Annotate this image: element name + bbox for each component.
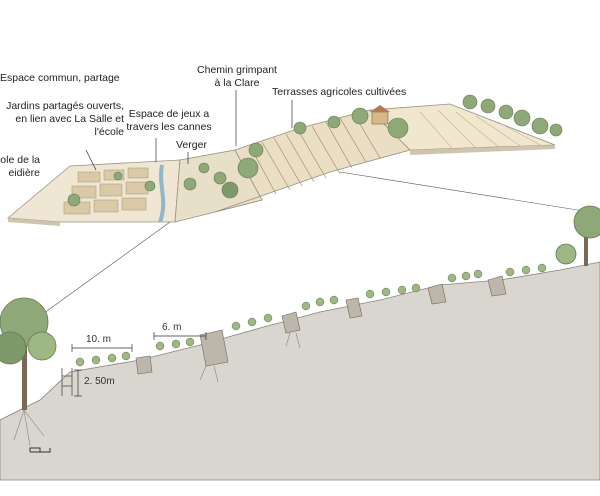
label-jeux-line1: Espace de jeux a: [128, 108, 210, 120]
label-terrasses: Terrasses agricoles cultivées: [272, 86, 407, 98]
leader-lines: [85, 90, 293, 171]
label-jardins: Jardins partagés ouverts, en lien avec L…: [0, 100, 124, 139]
aerial-trees: [67, 94, 563, 207]
ladder: [61, 368, 73, 396]
ground-mass: [0, 261, 600, 481]
label-ecole: ole de la eidière: [0, 154, 40, 180]
label-jardins-line1: Jardins partagés ouverts,: [6, 100, 124, 112]
label-jardins-line3: l'école: [94, 126, 124, 138]
label-jeux: Espace de jeux a travers les cannes: [124, 108, 214, 134]
label-ecole-line1: ole de la: [0, 154, 40, 166]
aerial-block: [6, 90, 563, 226]
label-chemin: Chemin grimpant à la Clare: [190, 64, 284, 90]
label-espace-commun: Espace commun, partage: [0, 72, 120, 84]
label-ecole-line2: eidière: [8, 167, 40, 179]
dimension-lines: [71, 332, 207, 397]
label-jardins-line2: en lien avec La Salle et: [15, 113, 124, 125]
label-chemin-line1: Chemin grimpant: [197, 64, 277, 76]
scale-bar-icon: [29, 447, 51, 453]
label-jeux-line2: travers les cannes: [126, 121, 212, 133]
projection-lines: [39, 171, 591, 317]
stone-walls: [135, 275, 507, 375]
farmhouse: [370, 105, 390, 125]
dimension-width-1: 10. m: [86, 334, 112, 345]
section-profile: [0, 205, 600, 481]
label-verger: Verger: [176, 139, 207, 151]
terrace-plants: [75, 263, 547, 367]
stream: [158, 164, 166, 223]
section-trees: [0, 205, 600, 410]
dimension-height-1: 2. 50m: [84, 376, 115, 387]
dimension-width-2: 6. m: [162, 322, 182, 333]
label-chemin-line2: à la Clare: [214, 77, 260, 89]
roots: [13, 332, 301, 447]
